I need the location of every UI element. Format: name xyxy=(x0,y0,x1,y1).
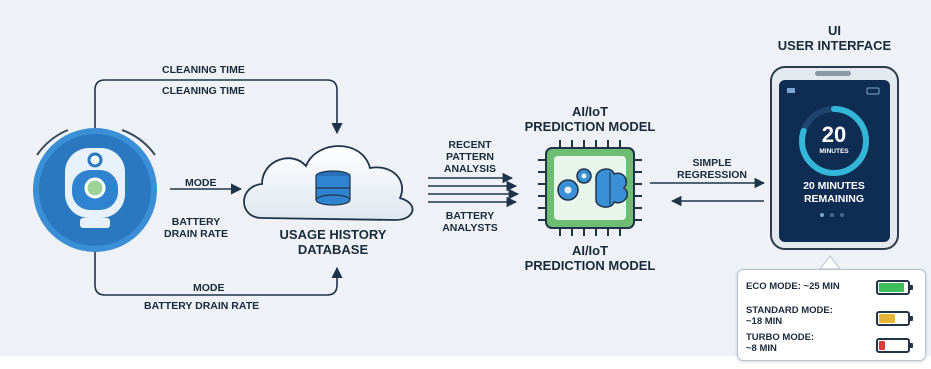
mode-label: STANDARD MODE: ~18 MIN xyxy=(746,305,833,327)
battery-status-icon xyxy=(866,87,880,95)
page-dot xyxy=(840,213,844,217)
robot-vacuum xyxy=(33,128,157,252)
legend-row-standard: STANDARD MODE: ~18 MIN xyxy=(746,305,916,332)
analysis-arrows xyxy=(428,172,520,208)
user-interface-title: UI USER INTERFACE xyxy=(777,23,892,53)
battery-drain-rate-arrow xyxy=(94,250,343,296)
mode-label: TURBO MODE: ~8 MIN xyxy=(746,332,815,354)
bottom-border xyxy=(0,356,931,369)
legend-pointer xyxy=(818,255,842,270)
battery-level xyxy=(879,341,886,350)
legend-row-eco: ECO MODE: ~25 MIN xyxy=(746,278,916,304)
smartphone xyxy=(770,66,899,250)
page-dot xyxy=(830,213,834,217)
database-title: USAGE HISTORY DATABASE xyxy=(279,227,387,257)
battery-icon xyxy=(876,311,913,326)
cleaning-time-label: CLEANING TIME xyxy=(162,85,245,97)
cleaning-time-label: CLEANING TIME xyxy=(162,64,245,76)
battery-level xyxy=(879,283,904,292)
recent-pattern-analysis-label: RECENT PATTERN ANALYSIS xyxy=(443,139,497,176)
mode-label: MODE xyxy=(193,282,225,294)
minutes-value: 20 xyxy=(821,122,847,147)
battery-drain-rate-label: BATTERY DRAIN RATE xyxy=(144,300,260,312)
gear-icon xyxy=(557,168,592,201)
simple-regression-label: SIMPLE REGRESSION xyxy=(676,157,747,182)
mode-label: ECO MODE: ~25 MIN xyxy=(746,281,840,292)
battery-icon xyxy=(876,280,913,295)
brain-icon xyxy=(595,168,628,208)
ai-chip xyxy=(538,140,642,236)
battery-mode-legend: ECO MODE: ~25 MIN STANDARD MODE: ~18 MIN… xyxy=(737,269,926,361)
progress-ring xyxy=(799,106,869,176)
battery-icon xyxy=(876,338,913,353)
signal-icon xyxy=(787,88,795,93)
remaining-text: 20 MINUTES REMAINING xyxy=(803,180,865,205)
page-dot xyxy=(820,213,824,217)
legend-row-turbo: TURBO MODE: ~8 MIN xyxy=(746,332,916,359)
prediction-model-title: AI/IoT PREDICTION MODEL xyxy=(524,243,656,273)
battery-analysts-label: BATTERY ANALYSTS xyxy=(442,210,498,235)
minutes-unit: MINUTES xyxy=(819,148,849,155)
database-icon xyxy=(315,170,351,206)
prediction-model-title: AI/IoT PREDICTION MODEL xyxy=(524,104,656,134)
battery-level xyxy=(879,314,895,323)
cleaning-time-arrow xyxy=(94,79,343,140)
battery-drain-rate-label: BATTERY DRAIN RATE xyxy=(164,216,228,241)
mode-label: MODE xyxy=(185,177,217,189)
cloud-database xyxy=(243,145,414,221)
